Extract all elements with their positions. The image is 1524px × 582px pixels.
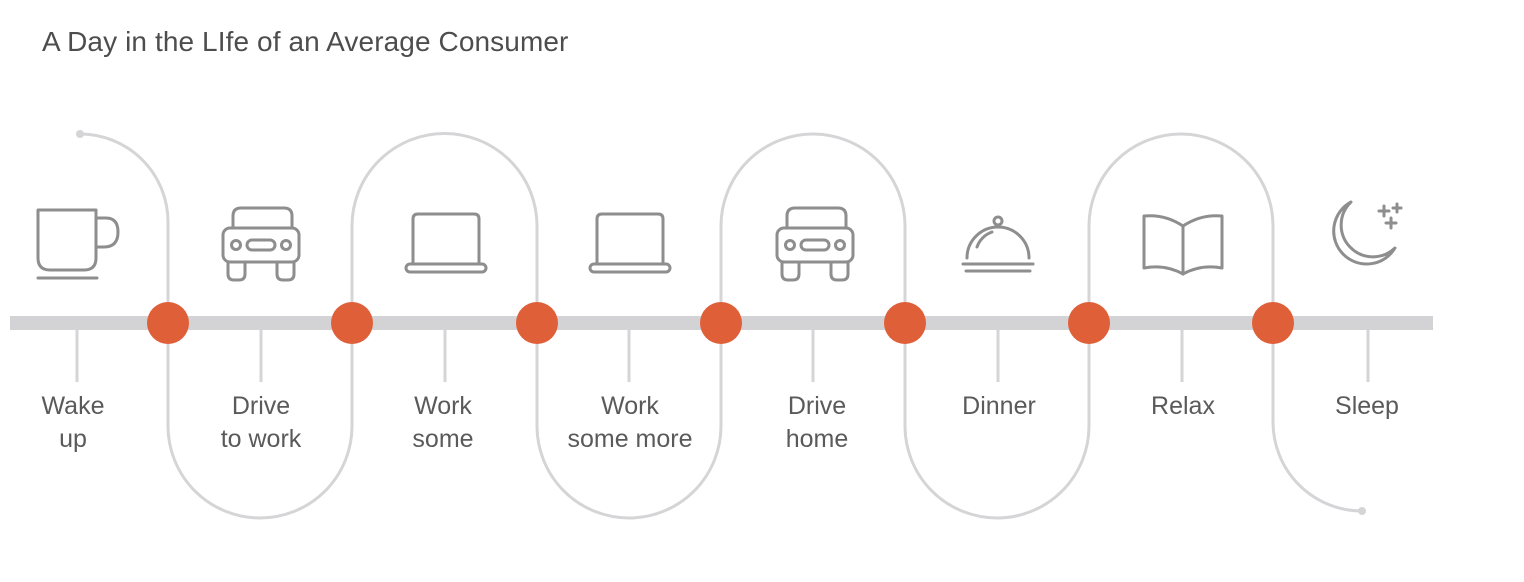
page-title: A Day in the LIfe of an Average Consumer [42,26,569,57]
serving-cloche-icon [961,215,1035,273]
milestone-dot [1068,302,1110,344]
label-line: Drive [231,392,291,420]
milestone-dot [516,302,558,344]
label-line: Wake [41,392,105,420]
milestone-dot [1252,302,1294,344]
step-label-wake-up: Wake up [0,390,163,456]
milestone-dots [147,302,1294,344]
milestone-dot [884,302,926,344]
milestone-dot [700,302,742,344]
label-line: up [59,425,87,453]
open-book-icon [1142,214,1224,276]
coffee-cup-icon [36,208,120,280]
path-start-dot [76,130,84,138]
step-label-work-some-more: Work some more [540,390,720,456]
label-line: Drive [787,392,847,420]
milestone-dot [331,302,373,344]
label-line: Work [414,392,472,420]
label-line: some [412,425,474,453]
laptop-icon [588,212,672,274]
step-label-work-some: Work some [353,390,533,456]
step-label-drive-to-work: Drive to work [171,390,351,456]
car-icon [221,206,301,282]
path-end-dot [1358,507,1366,515]
label-line: Sleep [1335,392,1399,420]
tick-lines [75,330,1370,382]
step-label-drive-home: Drive home [727,390,907,456]
label-line: some more [567,425,693,453]
step-label-sleep: Sleep [1277,390,1457,423]
label-line: Dinner [962,392,1036,420]
label-line: home [785,425,849,453]
step-label-dinner: Dinner [909,390,1089,423]
moon-stars-icon [1332,200,1403,266]
milestone-dot [147,302,189,344]
step-label-relax: Relax [1093,390,1273,423]
label-line: to work [220,425,302,453]
laptop-icon [404,212,488,274]
car-icon [775,206,855,282]
label-line: Relax [1151,392,1215,420]
label-line: Work [601,392,659,420]
